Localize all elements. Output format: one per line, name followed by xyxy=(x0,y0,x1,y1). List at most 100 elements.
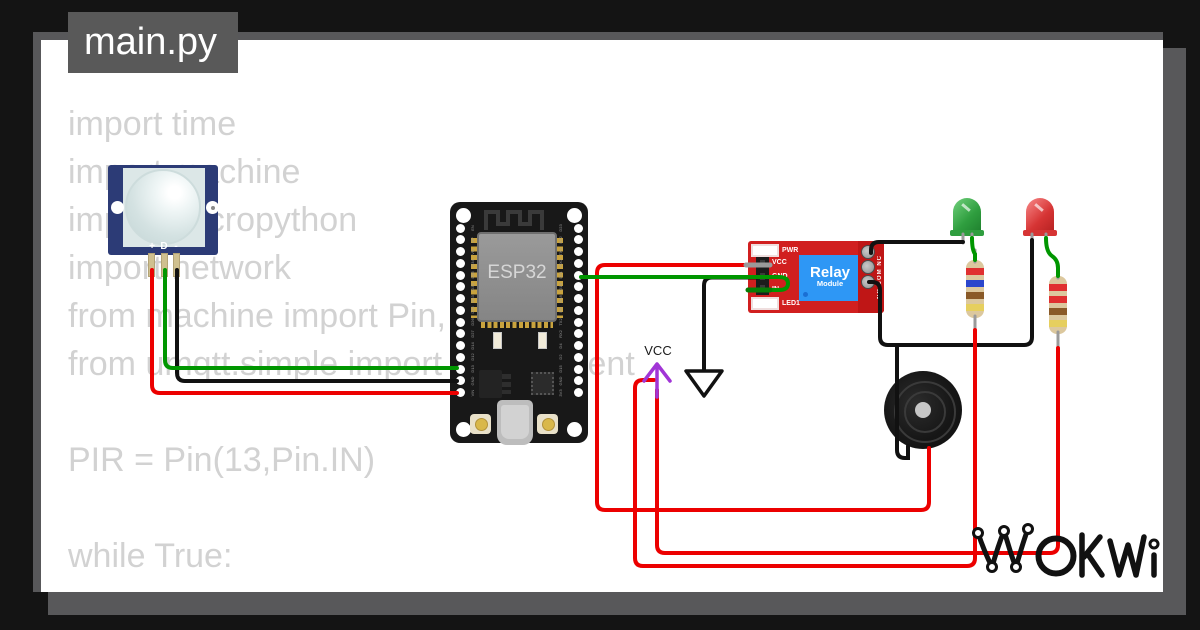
esp32-voltage-regulator xyxy=(479,370,511,398)
code-line: while True: xyxy=(68,537,233,575)
esp32-pin-left-VIN[interactable] xyxy=(455,388,465,397)
vcc-symbol-label: VCC xyxy=(644,343,672,358)
pir-fresnel-dome xyxy=(125,169,201,245)
esp32-pin-left-EN[interactable] xyxy=(455,223,465,233)
relay-title: Relay xyxy=(809,264,851,281)
esp32-pin-right-TX0[interactable] xyxy=(573,247,583,256)
band xyxy=(1049,320,1067,327)
esp32-mount-hole xyxy=(567,208,582,223)
esp32-pin-left-VP[interactable] xyxy=(455,235,465,245)
green-led-flange xyxy=(950,230,984,236)
band xyxy=(1049,296,1067,303)
esp32-pin-right-TX2[interactable] xyxy=(573,317,583,327)
relay-subtitle: Module xyxy=(816,279,844,288)
band xyxy=(966,304,984,311)
esp32-pin-right-D23[interactable] xyxy=(573,223,583,233)
esp32-en-button[interactable] xyxy=(470,414,491,434)
buzzer-hole xyxy=(915,402,931,418)
esp32-boot-button[interactable] xyxy=(537,414,558,434)
relay-terminal-com[interactable] xyxy=(861,260,875,274)
esp32-pin-right-D21[interactable] xyxy=(573,270,583,280)
esp32-pin-left-D13[interactable] xyxy=(455,364,465,374)
esp32-pin-right-RX0[interactable] xyxy=(573,258,583,268)
vcc-symbol-arrow[interactable] xyxy=(642,362,672,399)
pir-pin-label-plus: + xyxy=(149,241,155,252)
esp32-pin-right-GND[interactable] xyxy=(573,376,583,386)
pir-motion-sensor[interactable]: + D - xyxy=(108,165,219,277)
esp32-pin-right-D15[interactable] xyxy=(573,364,583,374)
esp32-antenna-icon xyxy=(484,210,544,230)
wire-d21-relay-in[interactable] xyxy=(579,275,791,292)
band xyxy=(1049,284,1067,291)
wire-vcc-greenled-resistor[interactable] xyxy=(633,328,977,568)
wire-redled-resistor[interactable] xyxy=(1044,236,1060,278)
wire-relayvcc-buzzer[interactable] xyxy=(595,263,931,512)
file-tab-label: main.py xyxy=(84,21,218,63)
esp32-pin-right-D5[interactable] xyxy=(573,305,583,315)
esp32-pin-left-D12[interactable] xyxy=(455,352,465,362)
esp32-pin-left-D34[interactable] xyxy=(455,258,465,268)
code-line: import network xyxy=(68,249,291,287)
wokwi-logo[interactable]: WOKWI xyxy=(970,519,1166,579)
chip-pins-bottom xyxy=(481,322,553,328)
relay-status-led xyxy=(751,297,779,310)
relay-dot xyxy=(803,292,808,297)
pir-pin-label-data: D xyxy=(160,241,168,252)
buzzer-ring xyxy=(904,391,946,433)
esp32-pin-left-VN[interactable] xyxy=(455,247,465,256)
wire-pir-vcc[interactable] xyxy=(150,268,459,395)
esp32-pin-right-D18[interactable] xyxy=(573,294,583,303)
esp32-pin-left-D27[interactable] xyxy=(455,329,465,339)
green-led[interactable] xyxy=(950,198,984,236)
red-led-flange xyxy=(1023,230,1057,236)
chip-pins-right xyxy=(557,238,563,318)
esp32-pin-left-D32[interactable] xyxy=(455,282,465,292)
esp32-pin-right-D4[interactable] xyxy=(573,341,583,350)
wire-greenled-resistor[interactable] xyxy=(970,236,977,262)
file-tab-mainpy[interactable]: main.py xyxy=(68,12,238,73)
band xyxy=(966,268,984,275)
esp32-pin-right-RX2[interactable] xyxy=(573,329,583,339)
resistor-red-led[interactable] xyxy=(1049,276,1067,334)
relay-cube: Relay Module xyxy=(799,255,861,301)
esp32-chip-label: ESP32 xyxy=(487,262,547,283)
wokwi-logo-icon xyxy=(972,523,1160,578)
relay-pin-label-vcc: VCC xyxy=(772,259,787,266)
esp32-pin-right-3V3[interactable] xyxy=(573,388,583,397)
esp32-pin-left-D14[interactable] xyxy=(455,341,465,350)
esp32-pin-left-D25[interactable] xyxy=(455,305,465,315)
esp32-pin-left-D33[interactable] xyxy=(455,294,465,303)
esp32-component xyxy=(538,332,547,349)
esp32-pin-left-D26[interactable] xyxy=(455,317,465,327)
relay-status-led-label: LED1 xyxy=(782,300,800,307)
relay-power-led xyxy=(751,244,779,257)
esp32-pin-right-D22[interactable] xyxy=(573,235,583,245)
esp32-mount-hole xyxy=(567,422,582,437)
esp32-pin-left-D35[interactable] xyxy=(455,270,465,280)
esp32-pin-left-GND[interactable] xyxy=(455,376,465,386)
wire-buzzer-black[interactable] xyxy=(895,343,910,460)
wire-relay-no-redled[interactable] xyxy=(867,238,1034,347)
resistor-green-led[interactable] xyxy=(966,260,984,318)
band xyxy=(966,280,984,287)
relay-power-led-label: PWR xyxy=(782,247,799,254)
wire-relay-nc-greenled[interactable] xyxy=(869,240,965,255)
wire-vcc-redled-resistor[interactable] xyxy=(655,346,1060,555)
esp32-mount-hole xyxy=(456,208,471,223)
esp32-component xyxy=(493,332,502,349)
esp32-usb-connector xyxy=(497,400,533,445)
ground-symbol[interactable] xyxy=(684,369,724,398)
red-led[interactable] xyxy=(1023,198,1057,236)
esp32-pin-right-D2[interactable] xyxy=(573,352,583,362)
wire-pir-data-d13[interactable] xyxy=(163,268,459,370)
esp32-pin-right-D19[interactable] xyxy=(573,282,583,292)
esp32-usb-chip xyxy=(531,372,554,395)
band xyxy=(966,292,984,299)
esp32-chip: ESP32 xyxy=(477,232,557,322)
pir-mount-hole-left xyxy=(111,201,124,214)
pir-pin-label-minus: - xyxy=(174,241,178,252)
wire-pir-gnd[interactable] xyxy=(175,268,459,383)
